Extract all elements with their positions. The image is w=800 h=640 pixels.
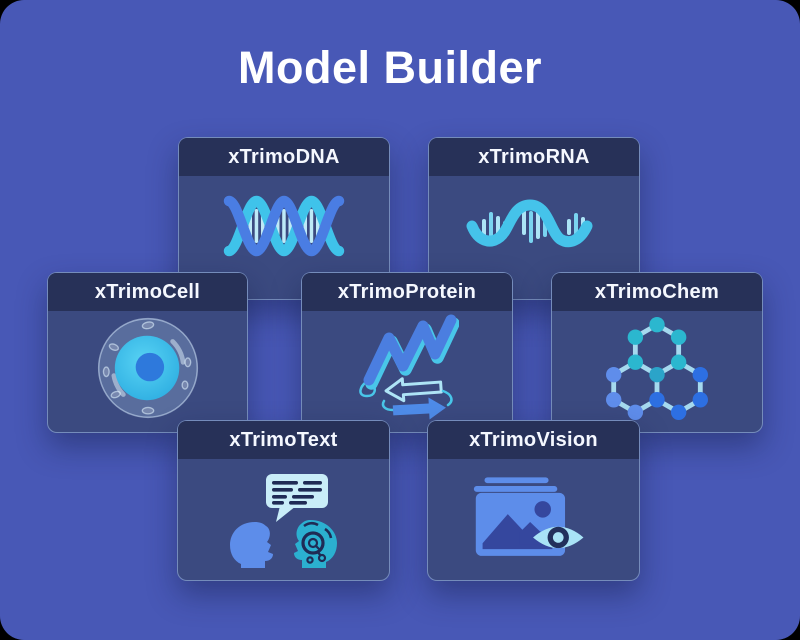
card-xtrimochem-title: xTrimoChem [594,280,720,303]
card-xtrimoprotein-title: xTrimoProtein [337,280,477,303]
card-xtrimotext-header: xTrimoText [178,421,389,459]
card-xtrimochem-header: xTrimoChem [552,273,762,311]
card-xtrimoprotein[interactable]: xTrimoProtein [301,272,513,433]
protein-ribbon-icon [355,312,459,424]
card-xtrimotext[interactable]: xTrimoText [177,420,390,581]
card-xtrimovision-header: xTrimoVision [428,421,639,459]
card-xtrimocell[interactable]: xTrimoCell [47,272,248,433]
dna-helix-icon [221,189,347,263]
card-xtrimoprotein-header: xTrimoProtein [302,273,512,311]
card-xtrimorna-header: xTrimoRNA [429,138,639,176]
card-xtrimorna-title: xTrimoRNA [478,145,590,168]
card-xtrimovision-title: xTrimoVision [469,428,598,451]
cell-icon [93,313,203,423]
page-title: Model Builder [237,42,542,93]
molecule-icon [606,316,708,420]
photo-eye-icon [469,476,599,563]
chat-human-ai-icon [223,470,345,570]
card-xtrimotext-title: xTrimoText [229,428,338,451]
card-xtrimochem[interactable]: xTrimoChem [551,272,763,433]
card-xtrimodna-header: xTrimoDNA [179,138,389,176]
card-xtrimocell-title: xTrimoCell [94,280,201,303]
card-xtrimodna-title: xTrimoDNA [228,145,340,168]
card-xtrimocell-header: xTrimoCell [48,273,247,311]
card-xtrimovision[interactable]: xTrimoVision [427,420,640,581]
rna-strand-icon [466,197,602,255]
